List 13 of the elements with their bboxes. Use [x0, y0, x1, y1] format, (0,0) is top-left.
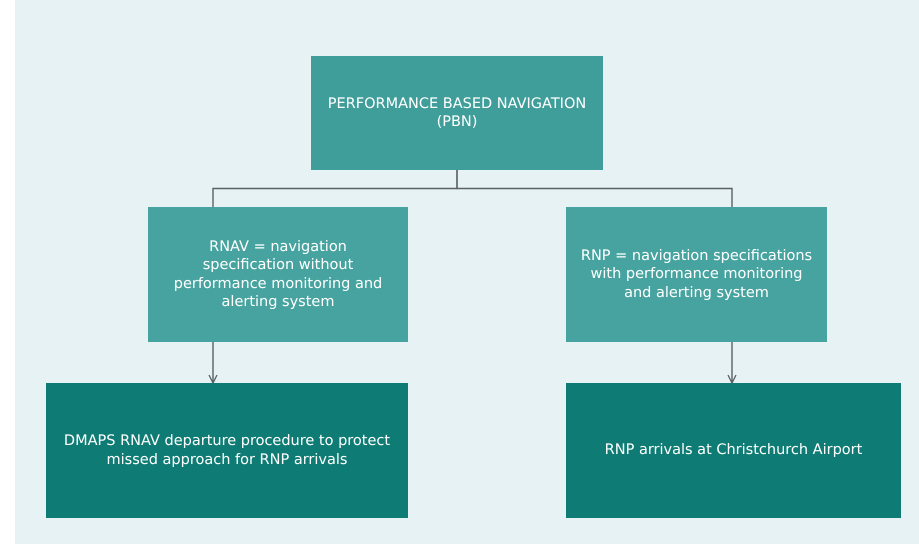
- process-box: [566, 383, 901, 518]
- connector: [456, 170, 733, 207]
- node-text: RNP = navigation specifications with performance monitoring and alerting system: [580, 247, 813, 302]
- connector: [208, 342, 218, 384]
- connector: [727, 342, 737, 384]
- process-box: [46, 383, 408, 518]
- process-box: [311, 56, 603, 170]
- node-text: RNAV = navigation specification without performance monitoring and alerting system: [172, 238, 384, 311]
- node-text: DMAPS RNAV departure procedure to protect missed approach for RNP arrivals: [62, 432, 392, 469]
- process-box: [566, 207, 827, 342]
- node-text: PERFORMANCE BASED NAVIGATION (PBN): [326, 94, 588, 132]
- process-box: [148, 207, 408, 342]
- node-text: RNP arrivals at Christchurch Airport: [604, 441, 862, 460]
